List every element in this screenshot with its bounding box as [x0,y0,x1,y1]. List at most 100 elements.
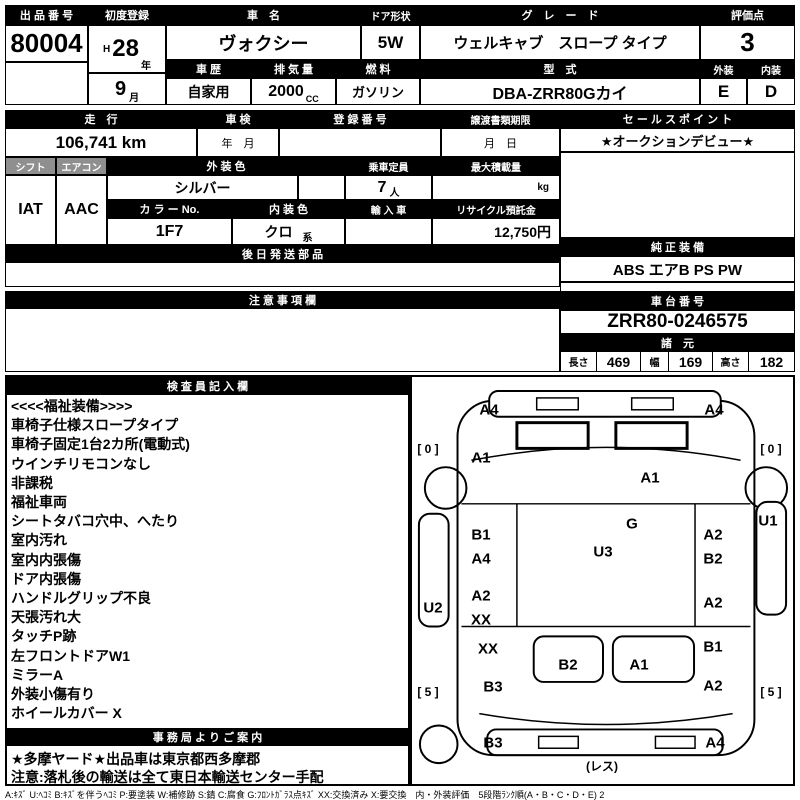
damage-code-label: [ 5 ] [760,685,782,699]
first-registration-label: 初度登録 [88,5,166,25]
capacity-number: 7 [377,178,387,196]
damage-code-label: G [626,515,638,533]
recycle-deposit-label: リサイクル預託金 [432,200,560,218]
model-code-value: DBA-ZRR80Gカイ [420,78,700,105]
inspection-value: 年 月 [197,128,279,157]
spec-label: 諸 元 [560,334,795,351]
inspector-note-line: 福祉車両 [11,494,67,511]
damage-code-label: XX [477,640,499,658]
grade-label: グ レ ー ド [420,5,700,25]
sales-point-empty-area [560,152,795,238]
interior-color-unit: 系 [302,233,313,244]
inspector-note-line: <<<<福祉装備>>>> [11,398,133,414]
exterior-color-label: 外 装 色 [107,157,345,175]
sales-point-label: セ ー ル ス ポ イ ン ト [560,110,795,128]
height-label: 高さ [713,352,749,371]
car-name-value: ヴォクシー [166,25,361,60]
displacement-value: 2000 CC [251,78,336,105]
damage-code-label: B3 [483,678,503,696]
transfer-deadline-value: 月 日 [441,128,560,157]
displacement-number: 2000 [268,82,304,100]
lot-number-label: 出 品 番 号 [5,5,88,25]
inspector-note-line: 車椅子仕様スロープタイプ [11,417,179,434]
year-value: 28 [112,35,139,62]
inspector-note-line: 外装小傷有り [11,686,95,703]
interior-color-value: クロ 系 [232,218,345,245]
damage-code-label: A1 [640,469,660,487]
inspector-note-line: ホイールカバー X [11,705,122,722]
damage-code-label: A1 [471,449,491,467]
registration-number-label: 登 録 番 号 [279,110,441,128]
inspector-note-line: ハンドルグリップ不良 [11,590,151,607]
damage-code-label: A4 [704,401,724,419]
inspector-section: 検 査 員 記 入 欄 <<<<福祉装備>>>>車椅子仕様スロープタイプ車椅子固… [5,375,410,786]
damage-code-label: B1 [471,526,491,544]
capacity-value: 7 人 [345,175,432,200]
inspector-note-line: ミラーA [11,666,64,683]
inspector-note-line: 天張汚れ大 [11,609,81,626]
registration-number-value [279,128,441,157]
damage-code-label: A2 [703,594,723,612]
inspector-note-line: 非課税 [11,474,53,491]
damage-code-label: B2 [558,656,578,674]
right-strip-gap [560,282,795,292]
damage-code-label: A2 [703,526,723,544]
genuine-equipment-label: 純 正 装 備 [560,238,795,256]
sales-point-value: ★オークションデビュー★ [560,128,795,152]
displacement-label: 排 気 量 [251,60,336,78]
capacity-label: 乗車定員 [345,157,432,175]
lot-number-empty-cell [5,62,88,105]
mileage-label: 走 行 [5,110,197,128]
damage-code-legend: A:ｷｽﾞ U:ﾍｺﾐ B:ｷｽﾞを伴うﾍｺﾐ P:要塗装 W:補修跡 S:錆 … [5,790,605,800]
recycle-deposit-value: 12,750円 [432,218,560,245]
interior-score-value: D [747,78,795,105]
inspection-label: 車 検 [197,110,279,128]
history-label: 車 歴 [166,60,251,78]
inspector-notes: <<<<福祉装備>>>>車椅子仕様スロープタイプ車椅子固定1台2カ所(電動式)ウ… [11,397,404,727]
spec-dimensions-row: 長さ 469 幅 169 高さ 182 [560,351,795,372]
door-shape-value: 5W [361,25,420,60]
max-load-label: 最大積載量 [432,157,560,175]
color-number-value: 1F7 [107,218,232,245]
length-value: 469 [597,352,641,371]
history-value: 自家用 [166,78,251,105]
year-unit: 年 [140,61,151,72]
inspector-note-line: ウインチリモコンなし [11,455,151,472]
max-load-value: kg [432,175,560,200]
shift-value: IAT [5,175,56,245]
damage-code-label: (レス) [586,759,618,774]
damage-code-label: A4 [479,401,499,419]
interior-color-label: 内 装 色 [232,200,345,218]
damage-code-label: A4 [471,550,491,568]
inspector-note-line: ドア内張傷 [11,570,81,587]
exterior-color-sub-cell [298,175,345,200]
model-code-label: 型 式 [420,60,700,78]
office-notice-line2: 注意:落札後の輸送は全て東日本輸送センター手配 [11,769,324,785]
damage-code-label: B3 [483,734,503,752]
chassis-number-label: 車 台 番 号 [560,292,795,310]
car-name-label: 車 名 [166,5,361,25]
inspector-note-line: 左フロントドアW1 [11,647,130,664]
color-number-label: カ ラ ー No. [107,200,232,218]
interior-score-label: 内装 [747,60,795,78]
import-car-value [345,218,432,245]
damage-code-label: A1 [629,656,649,674]
first-registration-year: H 28 年 [88,25,166,73]
later-shipped-parts-value [5,262,560,287]
damage-code-label: A2 [703,677,723,695]
inspector-section-label: 検 査 員 記 入 欄 [7,377,408,395]
score-value: 3 [700,25,795,60]
damage-code-label: XX [470,611,492,629]
inspector-note-line: タッチP跡 [11,628,77,645]
mileage-value: 106,741 km [5,128,197,157]
month-value: 9 [114,77,127,100]
aircon-label: エアコン [56,157,107,175]
length-label: 長さ [561,352,597,371]
office-notice-line1: ★多摩ヤード★出品車は東京都西多摩郡 [11,751,261,767]
damage-code-label: [ 5 ] [417,685,439,699]
office-notice-label: 事 務 局 よ り ご 案 内 [7,728,408,746]
exterior-color-value: シルバー [107,175,298,200]
transfer-deadline-label: 譲渡書類期限 [441,110,560,128]
